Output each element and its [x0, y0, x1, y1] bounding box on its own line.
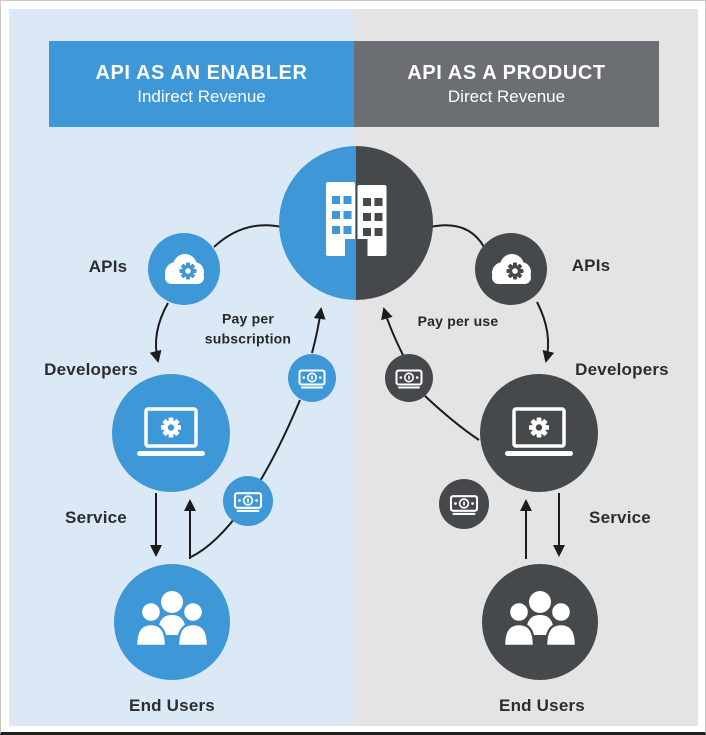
money-node-left-upper — [288, 354, 336, 402]
service-label-right: Service — [589, 508, 651, 527]
payment-label-left: Pay per subscription — [204, 310, 292, 347]
arrow-apis-to-developers-left — [149, 302, 169, 363]
users-group-icon — [134, 591, 210, 648]
service-label-left: Service — [65, 508, 127, 527]
users-group-icon — [502, 591, 578, 648]
end-users-label-right: End Users — [499, 696, 585, 715]
developers-label-left: Developers — [44, 360, 138, 379]
end-users-label-left: End Users — [129, 696, 215, 715]
banknote-icon — [233, 492, 263, 512]
curve-developers-to-money-right — [424, 395, 480, 441]
arrow-company-to-apis-left — [213, 224, 283, 248]
header-title-left: API AS AN ENABLER — [95, 62, 308, 85]
arrow-apis-to-developers-right — [536, 301, 555, 363]
payment-label-right: Pay per use — [417, 312, 499, 329]
header-subtitle-right: Direct Revenue — [447, 87, 566, 107]
laptop-gear-icon — [137, 407, 205, 456]
arrow-money-to-company-right — [381, 307, 404, 356]
developers-node-right — [480, 374, 598, 492]
arrow-company-to-apis-right — [429, 224, 485, 248]
arrow-money-to-company-left — [311, 307, 326, 354]
developers-label-right: Developers — [575, 360, 669, 379]
header-subtitle-left: Indirect Revenue — [137, 87, 266, 107]
end-users-node-left — [114, 564, 230, 680]
banknote-icon — [298, 369, 326, 389]
apis-label-left: APIs — [88, 257, 128, 276]
header-title-right: API AS A PRODUCT — [407, 62, 606, 85]
header-api-as-product: API AS A PRODUCT Direct Revenue — [354, 41, 659, 127]
developers-node-left — [112, 374, 230, 492]
money-node-right-upper — [385, 354, 433, 402]
company-node — [279, 146, 433, 300]
money-node-left-lower — [223, 476, 273, 526]
apis-label-right: APIs — [571, 256, 611, 275]
end-users-node-right — [482, 564, 598, 680]
header-api-as-enabler: API AS AN ENABLER Indirect Revenue — [49, 41, 354, 127]
apis-node-left — [148, 233, 220, 305]
banknote-icon — [395, 369, 423, 389]
laptop-gear-icon — [505, 407, 573, 456]
banknote-icon — [449, 495, 479, 515]
cloud-gear-icon — [492, 254, 531, 284]
cloud-gear-icon — [165, 254, 204, 284]
money-node-right-lower — [439, 479, 489, 529]
apis-node-right — [475, 233, 547, 305]
building-icon — [326, 182, 387, 256]
